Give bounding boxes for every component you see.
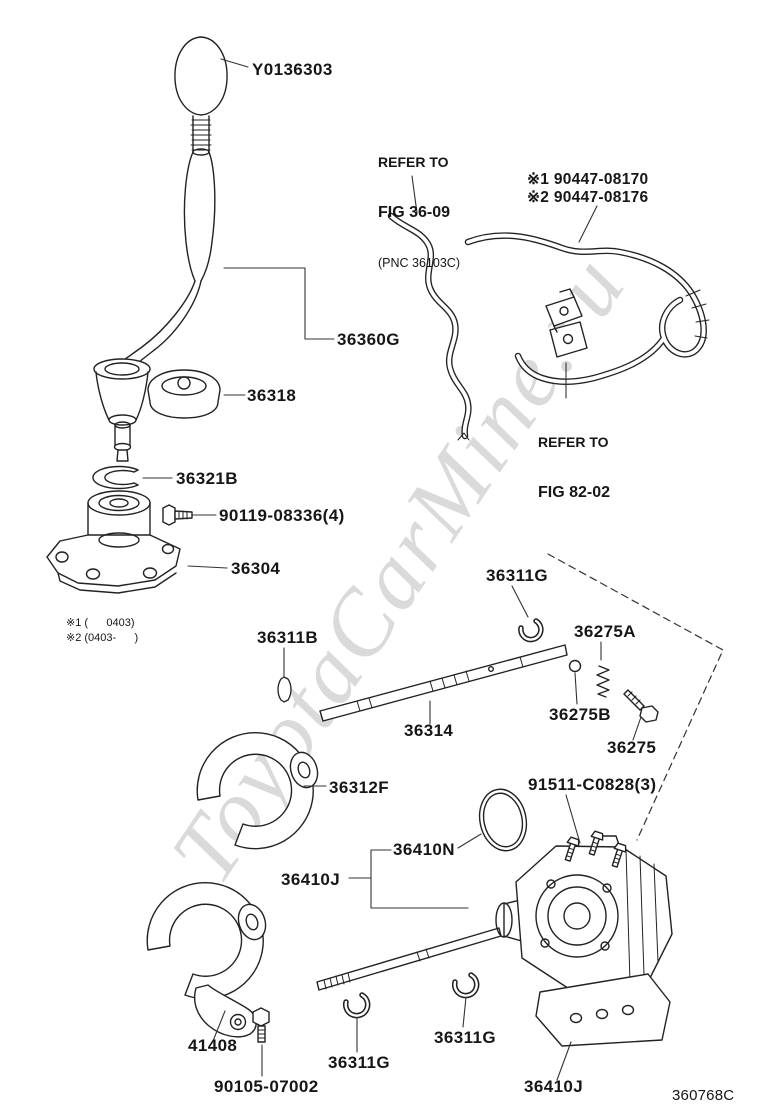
applicability-note-1: ※1 ( 0403) — [66, 617, 135, 629]
shift-fork-upper-drawing — [196, 731, 319, 850]
c-clip-left-drawing — [342, 992, 371, 1019]
alt-part-1: ※1 90447-08170 — [527, 171, 649, 188]
callout-clip-36311g-mid: 36311G — [434, 1028, 496, 1047]
callout-clip-36311b: 36311B — [257, 628, 319, 647]
refer-fig: FIG 82-02 — [538, 484, 611, 501]
shift-fork-lower-drawing — [146, 881, 267, 1038]
callout-snap-ring: 36321B — [176, 469, 238, 488]
fork-shaft-drawing — [319, 644, 568, 722]
callout-case-mid: 36410J — [281, 870, 341, 889]
refer-line: REFER TO — [378, 154, 449, 170]
arm-bolt-drawing — [252, 1007, 270, 1043]
callout-case-bottom: 36410J — [524, 1077, 584, 1096]
cable-bracket-drawing — [545, 288, 588, 358]
callout-lever-cap: 36318 — [247, 386, 297, 405]
callout-flange-bolt: 90119-08336(4) — [219, 506, 345, 525]
lever-boot-drawing — [93, 358, 151, 462]
callout-fork-arm: 41408 — [188, 1036, 238, 1055]
control-cable-hoses-drawing — [387, 212, 710, 441]
callout-ball: 36275B — [549, 705, 611, 724]
callout-fork-upper: 36312F — [329, 778, 390, 797]
dashed-reference-lines — [547, 553, 724, 841]
refer-fig: FIG 36-09 — [378, 204, 451, 221]
retainer-drawing — [46, 490, 181, 594]
detent-ball-drawing — [568, 659, 582, 673]
callout-shift-lever: 36360G — [337, 330, 400, 349]
detent-bolt-drawing — [623, 689, 659, 723]
lever-cap-drawing — [147, 369, 221, 419]
shift-lever-drawing — [115, 148, 216, 370]
callout-spring: 36275A — [574, 622, 636, 641]
control-shaft-housing-drawing — [515, 835, 673, 1047]
shift-knob-drawing — [174, 36, 228, 153]
applicability-note-2: ※2 (0403- ) — [66, 632, 139, 644]
shift-rod-drawing — [316, 895, 542, 991]
spring-pin-drawing — [277, 676, 292, 703]
callout-clip-36311g-left: 36311G — [328, 1053, 390, 1072]
callout-arm-bolt: 90105-07002 — [214, 1077, 319, 1096]
c-clip-mid-drawing — [451, 972, 480, 999]
snap-ring-drawing — [92, 465, 139, 490]
callout-oring: 36410N — [393, 840, 455, 859]
c-clip-top-drawing — [518, 618, 544, 643]
note-refer-fig-82-02: REFER TO FIG 82-02 — [538, 400, 610, 536]
flange-bolt-drawing — [162, 504, 193, 526]
callout-retainer: 36304 — [231, 559, 281, 578]
detent-spring-drawing — [596, 665, 610, 698]
callout-case-bolt: 91511-C0828(3) — [528, 775, 657, 794]
callout-knob: Y0136303 — [252, 60, 333, 79]
case-bolts-drawing — [564, 830, 627, 868]
alt-part-2: ※2 90447-08176 — [527, 189, 649, 206]
callout-clip-36311g-top: 36311G — [486, 566, 548, 585]
refer-pnc: (PNC 36103C) — [378, 256, 460, 270]
callout-shaft: 36314 — [404, 721, 454, 740]
leader-lines — [142, 58, 642, 1081]
figure-code: 360768C — [672, 1087, 735, 1104]
o-ring-drawing — [478, 788, 528, 852]
callout-detent-bolt: 36275 — [607, 738, 657, 757]
refer-line: REFER TO — [538, 434, 609, 450]
note-refer-fig-36-09: REFER TO FIG 36-09 (PNC 36103C) — [378, 120, 460, 304]
